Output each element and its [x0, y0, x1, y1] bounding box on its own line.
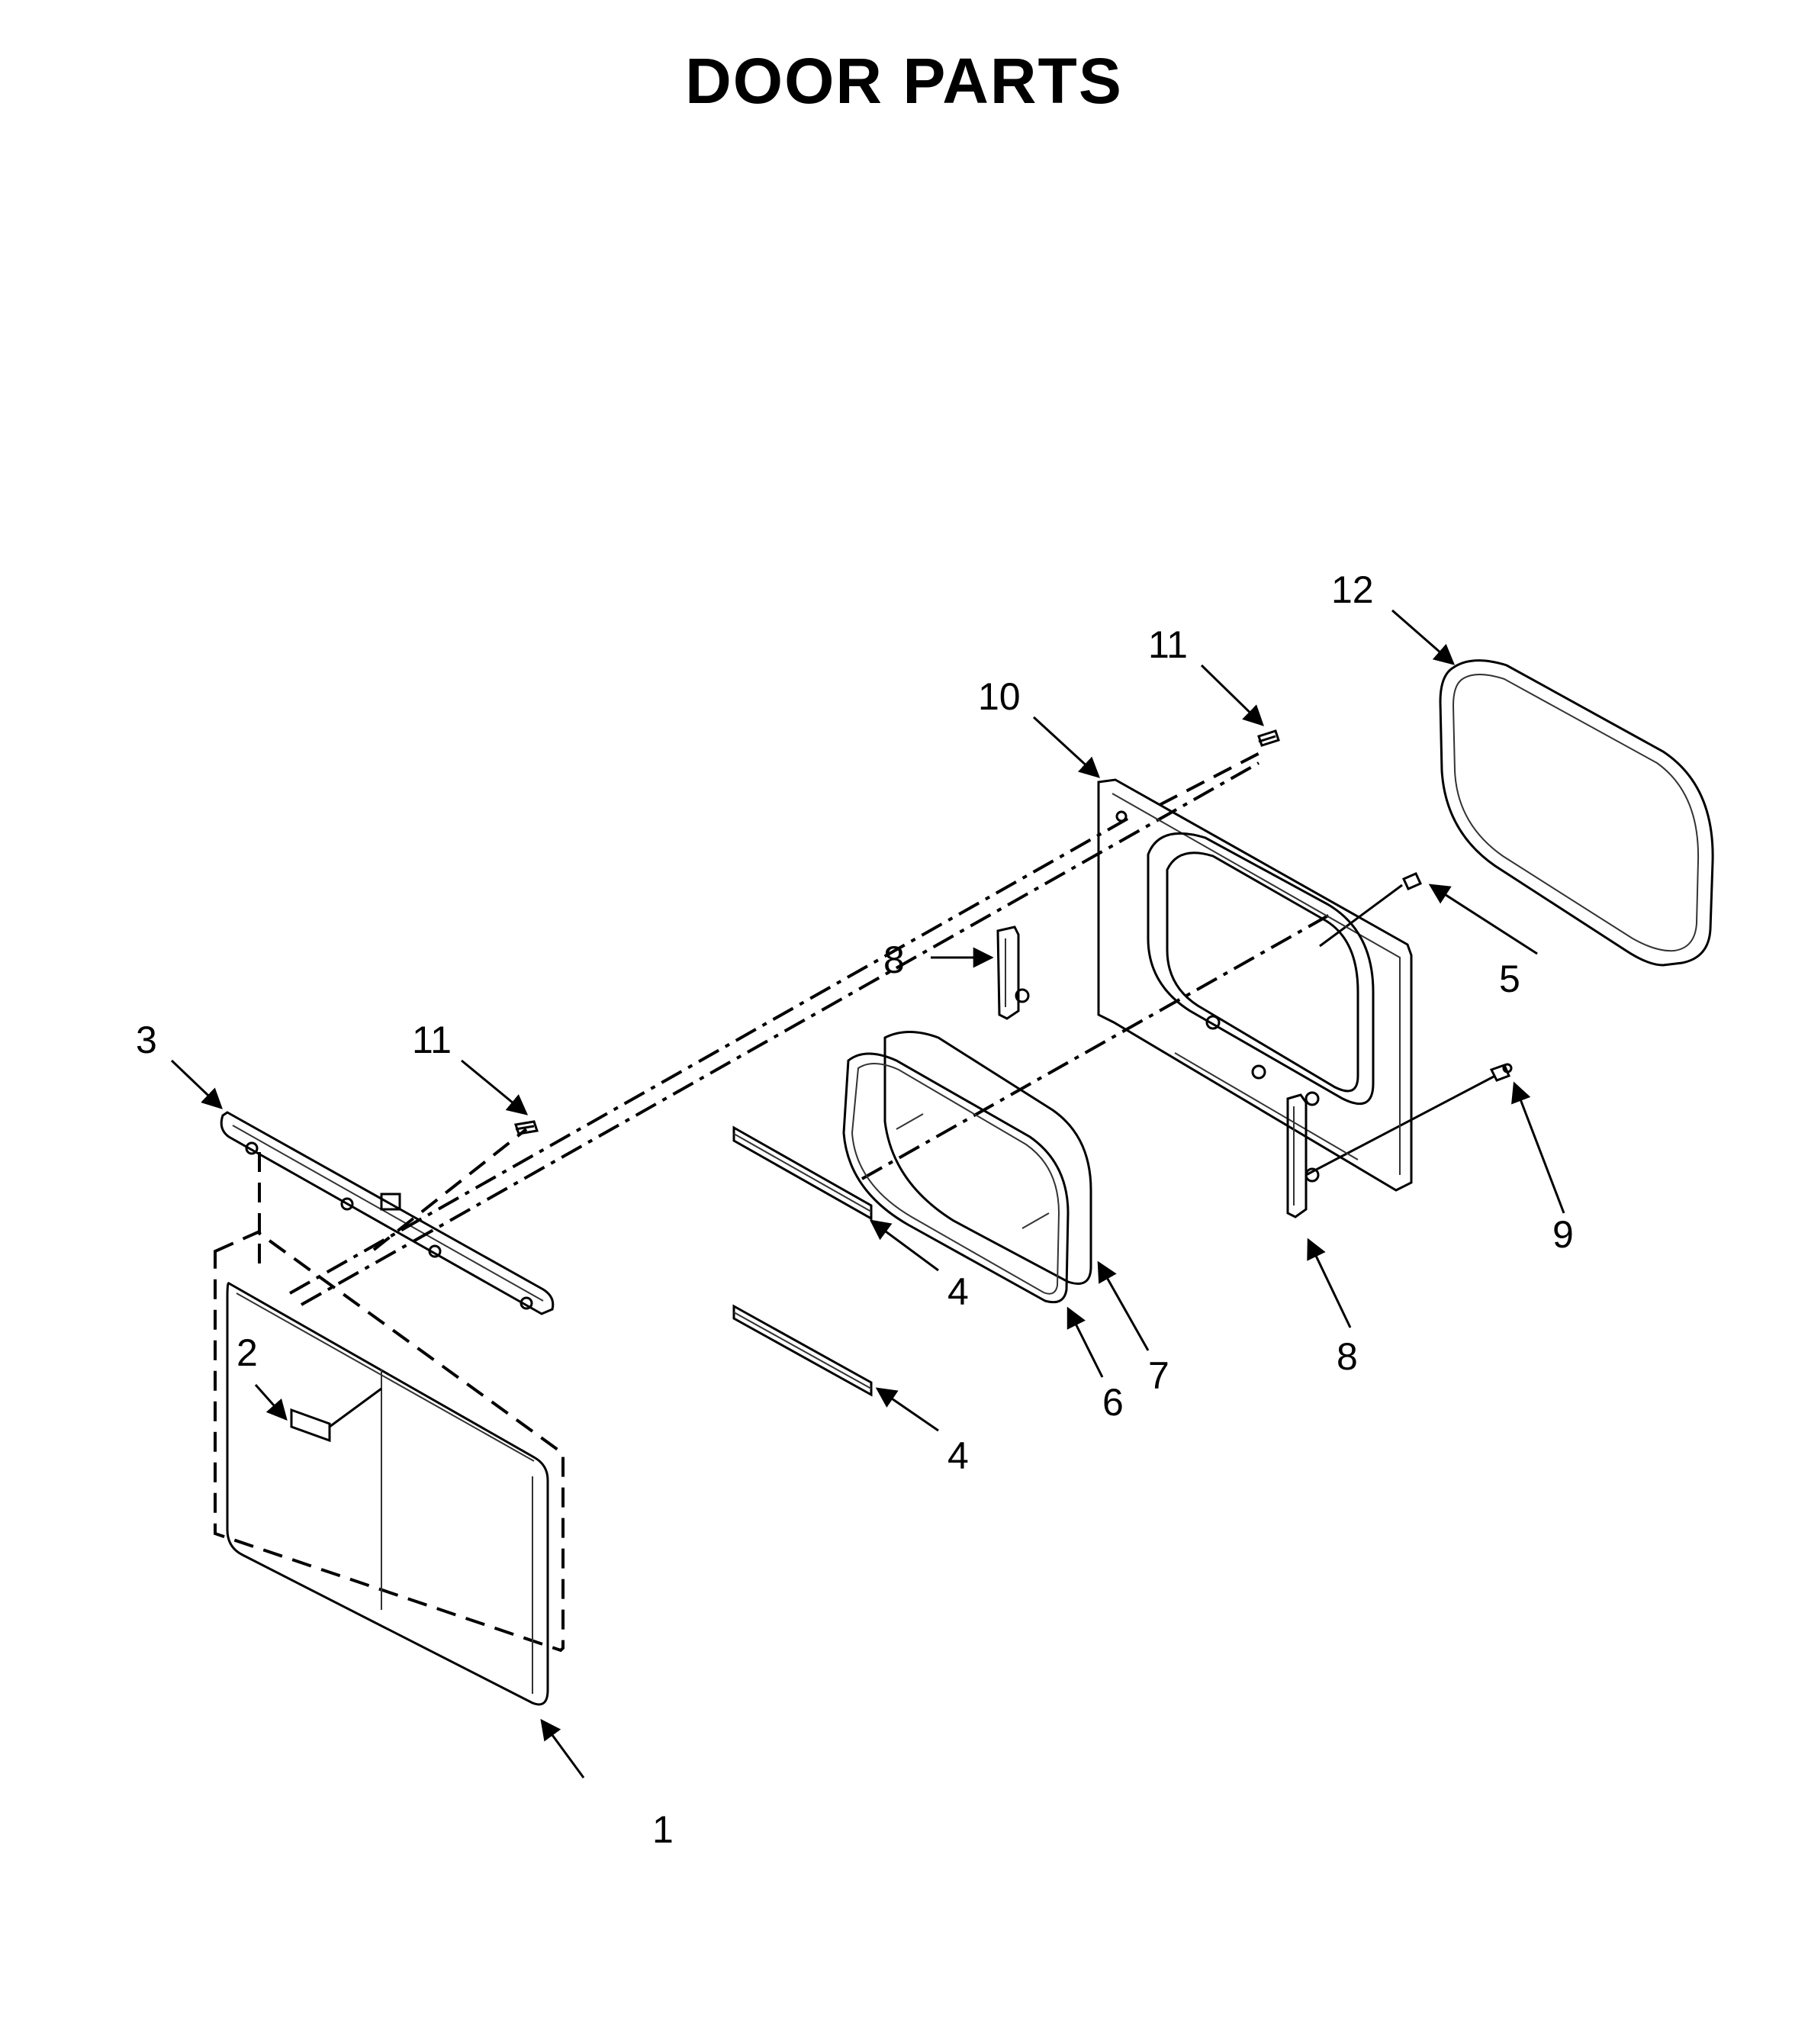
callout-12: 12 [1331, 568, 1374, 611]
door-handle [220, 1111, 555, 1315]
assembly-line-screw-left [372, 1128, 528, 1251]
hinge-upper [996, 925, 1030, 1020]
callout-8-lower: 8 [1337, 1335, 1358, 1378]
callout-9: 9 [1552, 1213, 1574, 1256]
callout-1: 1 [652, 1808, 674, 1851]
hinge-lower [1286, 1093, 1320, 1218]
outer-door-panel [214, 1230, 565, 1706]
callout-10: 10 [978, 675, 1021, 718]
retainer-strip-upper [732, 1125, 873, 1221]
callout-11-left: 11 [412, 1019, 452, 1061]
assembly-line-glass [861, 910, 1336, 1180]
screw-5 [1401, 872, 1423, 890]
callout-4-lower: 4 [947, 1434, 969, 1477]
door-glass [883, 1031, 1092, 1285]
diagram-title: DOOR PARTS [685, 45, 1123, 117]
callout-5: 5 [1499, 958, 1520, 1000]
callout-4-upper: 4 [947, 1270, 969, 1313]
callout-2: 2 [236, 1331, 258, 1374]
assembly-line-handle-to-inner-door [289, 816, 1130, 1295]
assembly-line-screw-5 [1319, 884, 1403, 948]
door-gasket [1439, 659, 1714, 967]
glass-seal [842, 1052, 1070, 1304]
plug-9 [1489, 1063, 1513, 1082]
callout-11-right: 11 [1148, 623, 1188, 666]
callout-3: 3 [136, 1019, 157, 1061]
assembly-line-screw-right [1159, 750, 1263, 806]
badge [290, 1387, 382, 1443]
screw-right [1257, 729, 1280, 747]
retainer-strip-lower [732, 1304, 873, 1397]
callout-8-upper: 8 [883, 938, 905, 981]
inner-door-frame [1097, 778, 1413, 1192]
callout-6: 6 [1102, 1381, 1124, 1424]
screw-left [514, 1120, 539, 1135]
callout-7: 7 [1148, 1354, 1169, 1397]
leader-arrows [170, 609, 1565, 1778]
